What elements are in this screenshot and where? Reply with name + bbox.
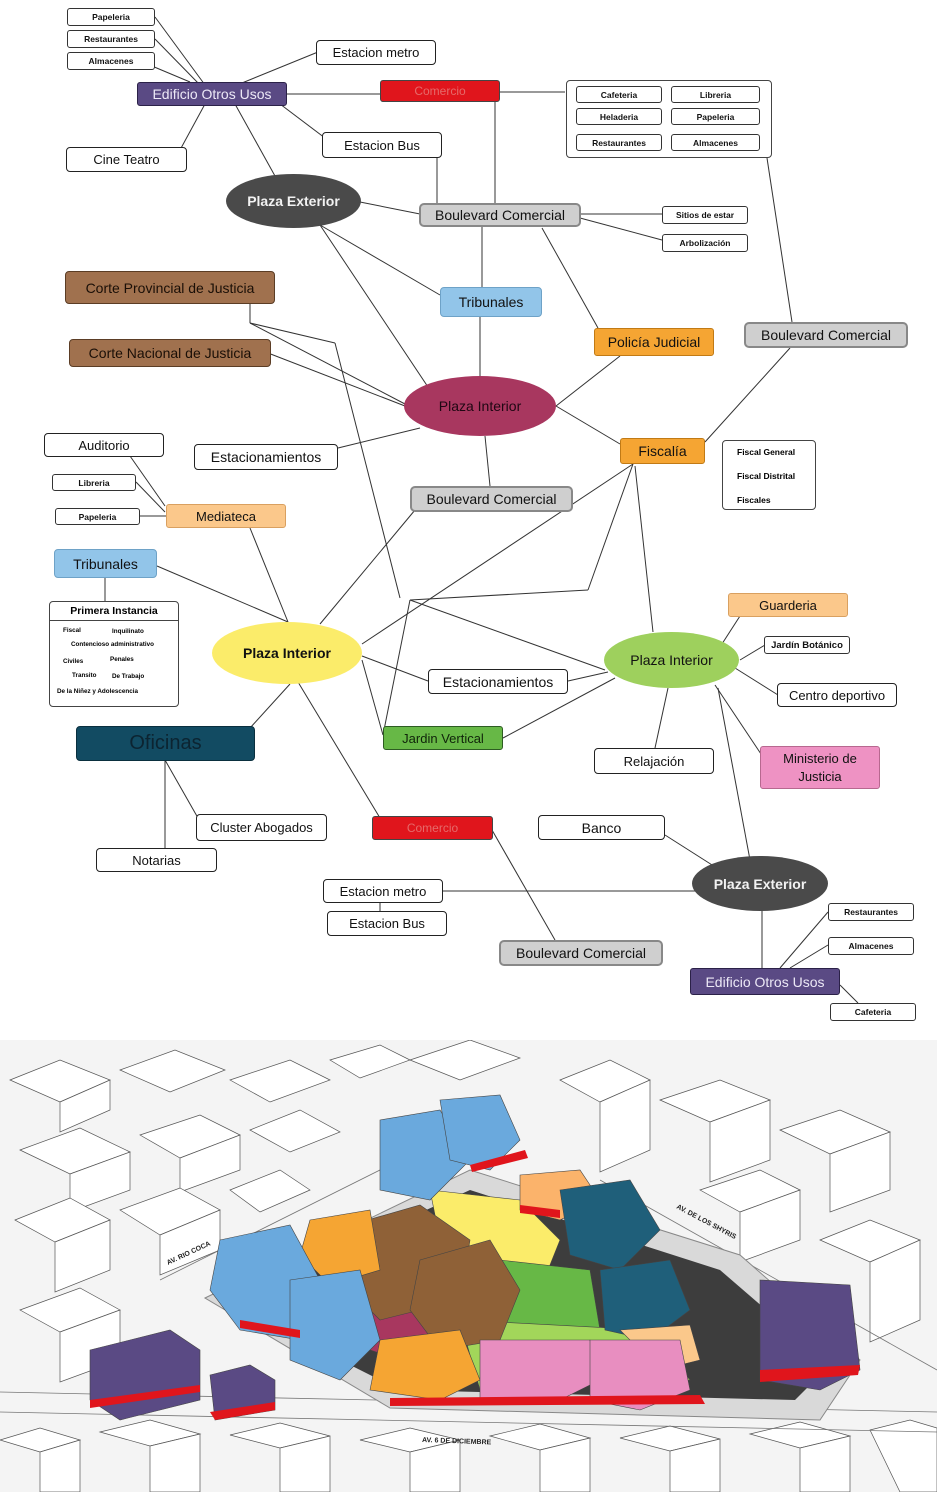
jardin-botanico: Jardín Botánico — [764, 636, 850, 654]
fiscalia: Fiscalía — [620, 438, 705, 464]
fiscalia-item-distrital: Fiscal Distrital — [737, 471, 796, 481]
corte-nacional: Corte Nacional de Justicia — [69, 339, 271, 367]
boulevard-comercial-top: Boulevard Comercial — [419, 203, 581, 227]
boulevard-item-sitios: Sitios de estar — [662, 206, 748, 224]
primera-instancia-panel: Primera Instancia Fiscal Inquilinato Con… — [49, 601, 179, 707]
fiscalia-list: Fiscal General Fiscal Distrital Fiscales — [722, 440, 816, 510]
boulevard-comercial-bottom: Boulevard Comercial — [499, 940, 663, 966]
estacion-metro-bottom: Estacion metro — [323, 879, 443, 903]
fiscalia-item-general: Fiscal General — [737, 447, 796, 457]
comercio-item-papeleria: Papeleria — [671, 108, 760, 125]
relajacion: Relajación — [594, 748, 714, 774]
fiscalia-item-fiscales: Fiscales — [737, 495, 771, 505]
connector-lines — [104, 16, 859, 1004]
pi-item-de-trabajo: De Trabajo — [112, 673, 145, 680]
comercio-item-almacenes: Almacenes — [671, 134, 760, 151]
mediateca: Mediateca — [166, 504, 286, 528]
centro-deportivo: Centro deportivo — [777, 683, 897, 707]
notarias: Notarias — [96, 848, 217, 872]
pi-item-inquilinato: Inquilinato — [112, 628, 144, 635]
pi-item-ninez: De la Niñez y Adolescencia — [57, 688, 138, 695]
cluster-abogados: Cluster Abogados — [196, 814, 327, 841]
plaza-interior-green: Plaza Interior — [604, 632, 739, 688]
oficinas: Oficinas — [76, 726, 255, 761]
building-volumes — [89, 1094, 861, 1421]
plaza-interior-top: Plaza Interior — [404, 376, 556, 436]
ministerio-de-justicia: Ministerio de Justicia — [760, 746, 880, 789]
auditorio: Auditorio — [44, 433, 164, 457]
comercio-item-heladeria: Heladeria — [576, 108, 662, 125]
pi-item-transito: Transito — [72, 672, 97, 679]
estacion-bus-bottom: Estacion Bus — [327, 911, 447, 936]
boulevard-item-arbolizacion: Arbolización — [662, 234, 748, 252]
comercio-item-cafeteria: Cafeteria — [576, 86, 662, 103]
guarderia: Guarderia — [728, 593, 848, 617]
mediateca-item-papeleria: Papeleria — [55, 508, 140, 525]
otros-usos-bottom-restaurantes: Restaurantes — [828, 903, 914, 921]
banco: Banco — [538, 815, 665, 840]
policia-judicial: Policía Judicial — [594, 328, 714, 356]
pi-item-contencioso: Contencioso administrativo — [71, 641, 154, 648]
mediateca-item-libreria: Libreria — [52, 474, 136, 491]
primera-instancia-title: Primera Instancia — [50, 602, 178, 621]
tribunales-top: Tribunales — [440, 287, 542, 317]
jardin-vertical: Jardin Vertical — [383, 726, 503, 750]
otros-usos-item-papeleria: Papeleria — [67, 8, 155, 26]
corte-provincial: Corte Provincial de Justicia — [65, 271, 275, 304]
street-label-6-diciembre: AV. 6 DE DICIEMBRE — [422, 1437, 492, 1446]
boulevard-comercial-right: Boulevard Comercial — [744, 322, 908, 348]
tribunales-left: Tribunales — [54, 549, 157, 578]
aerial-view: AV. RIO COCA AV. DE LOS SHYRIS AV. 6 DE … — [0, 1040, 937, 1492]
otros-usos-bottom-almacenes: Almacenes — [828, 937, 914, 955]
pi-item-civiles: Civiles — [63, 658, 84, 665]
otros-usos-item-restaurantes: Restaurantes — [67, 30, 155, 48]
plaza-interior-yellow: Plaza Interior — [212, 622, 362, 684]
otros-usos-item-almacenes: Almacenes — [67, 52, 155, 70]
comercio-top: Comercio — [380, 80, 500, 102]
pi-item-penales: Penales — [110, 656, 134, 663]
otros-usos-bottom-cafeteria: Cafeteria — [830, 1003, 916, 1021]
plaza-exterior-bottom: Plaza Exterior — [692, 856, 828, 911]
plaza-exterior-top: Plaza Exterior — [226, 174, 361, 228]
boulevard-comercial-mid: Boulevard Comercial — [410, 486, 573, 512]
relationship-diagram — [104, 16, 859, 1004]
comercio-bottom: Comercio — [372, 816, 493, 840]
commercial-plinths — [90, 1150, 860, 1420]
edificio-otros-usos-bottom: Edificio Otros Usos — [690, 968, 840, 995]
estacionamientos-mid: Estacionamientos — [428, 669, 568, 694]
estacion-metro-top: Estacion metro — [316, 40, 436, 65]
comercio-item-restaurantes: Restaurantes — [576, 134, 662, 151]
estacion-bus-top: Estacion Bus — [322, 132, 442, 158]
context-buildings — [9, 1040, 921, 1383]
pi-item-fiscal: Fiscal — [63, 627, 81, 634]
estacionamientos-left: Estacionamientos — [194, 444, 338, 470]
cine-teatro: Cine Teatro — [66, 147, 187, 172]
edificio-otros-usos-top: Edificio Otros Usos — [137, 82, 287, 106]
comercio-item-libreria: Libreria — [671, 86, 760, 103]
